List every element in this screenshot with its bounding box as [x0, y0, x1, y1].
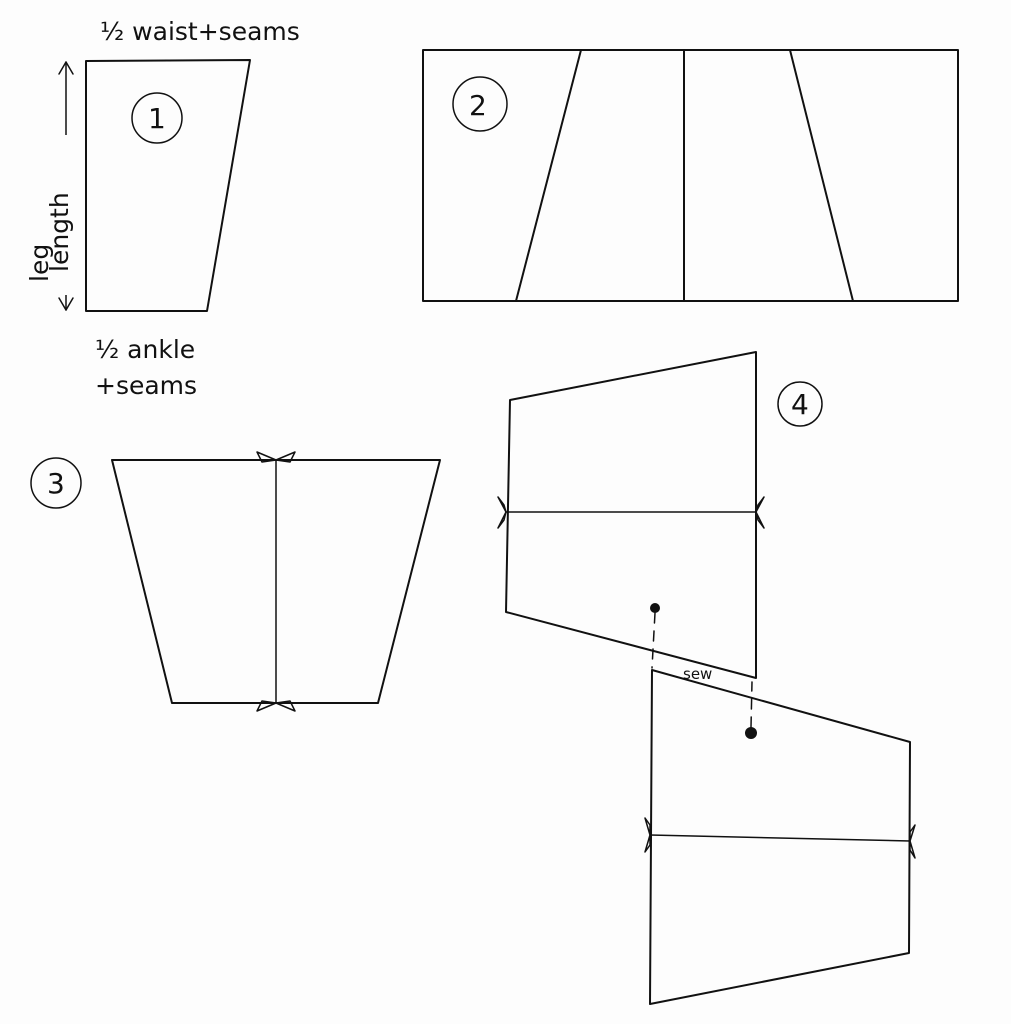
top-notch-icon: [256, 451, 296, 463]
step-4-sewing-pieces: 4 sew: [497, 351, 916, 1005]
upper-leg-piece: [505, 351, 757, 679]
right-cut-line: [789, 49, 854, 302]
bottom-notch-icon: [256, 700, 296, 712]
step-1-number: 1: [148, 102, 166, 135]
arrow-down-icon: [58, 297, 74, 311]
arrow-up-icon: [58, 61, 74, 75]
upper-left-notch-icon: [497, 496, 507, 529]
length-label: length: [45, 192, 74, 272]
trapezoid-piece-1: [85, 59, 251, 312]
step-1-number-circle: [131, 92, 183, 144]
step-2-number: 2: [469, 89, 487, 122]
step-2-number-circle: [452, 76, 508, 132]
fabric-rectangle: [422, 49, 959, 302]
step-2-fabric-layout: 2: [422, 49, 959, 302]
right-pin-head-icon: [745, 727, 757, 739]
upper-right-notch-icon: [755, 496, 765, 529]
trapezoid-piece-3: [111, 459, 441, 704]
ankle-label-line2: +seams: [95, 371, 197, 400]
step-3-number-circle: [30, 457, 82, 509]
step-1-pattern-piece: ½ waist+seams 1 leg length ½ ankle +seam…: [25, 17, 300, 400]
leg-label: leg: [25, 244, 54, 282]
waist-label: ½ waist+seams: [100, 17, 300, 46]
step-4-number: 4: [791, 388, 809, 421]
left-pin-head-icon: [650, 603, 660, 613]
right-sew-guide: [750, 681, 753, 728]
left-cut-line: [515, 49, 582, 302]
step-4-number-circle: [777, 381, 823, 427]
sew-label: sew: [683, 665, 712, 683]
lower-left-notch-icon: [644, 817, 651, 853]
leg-label-backdrop: [27, 135, 77, 295]
step-3-number: 3: [47, 467, 65, 500]
step-3-folded-piece: 3: [30, 451, 441, 712]
lower-piece-centerline: [649, 834, 911, 842]
lower-leg-piece: [649, 669, 911, 1005]
ankle-label-line1: ½ ankle: [95, 335, 195, 364]
lower-right-notch-icon: [909, 824, 916, 859]
left-sew-guide: [651, 612, 656, 669]
